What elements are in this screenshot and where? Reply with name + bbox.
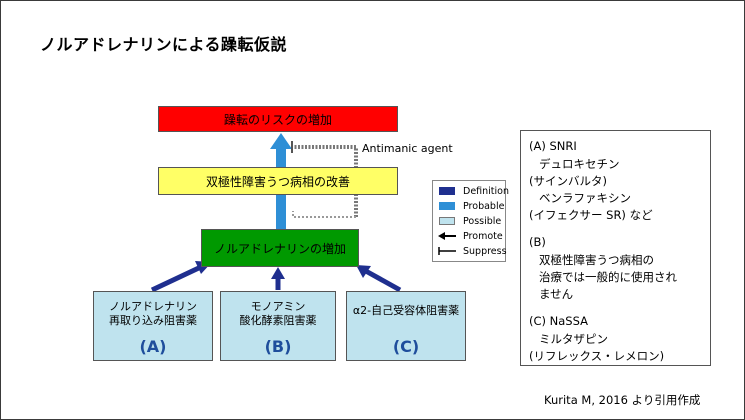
note-a-heading: (A) SNRI [529,139,577,153]
legend: Definition Probable Possible Promote Sup… [432,180,509,262]
legend-definition-swatch [439,187,455,195]
drug-a-line1: ノルアドレナリン [109,300,197,313]
arrow-c-to-ne [362,267,402,293]
note-b-line2: 治療では一般的に使用され [539,270,677,284]
noradrenaline-increase-label: ノルアドレナリンの増加 [213,241,346,256]
arrow-c-head [356,265,371,278]
risk-increase-box: 躁転のリスクの増加 [158,106,398,132]
drug-b-tag: (B) [264,337,292,356]
legend-possible-swatch [439,217,455,225]
arrow-a-to-ne [150,263,205,293]
noradrenaline-increase-box: ノルアドレナリンの増加 [201,229,359,267]
legend-item-promote: Promote [437,230,503,242]
citation: Kurita M, 2016 より引用作成 [544,393,701,407]
antimanic-suppress-line [292,145,358,217]
legend-item-definition: Definition [437,185,509,197]
drug-a-line2: 再取り込み阻害薬 [109,314,197,327]
note-b-line3: ません [539,287,574,301]
note-b-heading: (B) [529,235,546,249]
drug-c-line1: α2-自己受容体阻害薬 [352,304,460,317]
drug-c-tag: (C) [392,337,420,356]
legend-possible-label: Possible [463,215,502,227]
notes-box: (A) SNRI デュロキセチン (サインバルタ) ベンラファキシン (イフェク… [520,130,711,366]
drug-a-tag: (A) [139,337,167,356]
drug-box-a: ノルアドレナリン 再取り込み阻害薬 (A) [93,291,213,361]
legend-suppress-label: Suppress [463,245,507,257]
probable-arrow-head [270,133,292,149]
antimanic-agent-label: Antimanic agent [362,142,453,155]
drug-b-line2: 酸化酵素阻害薬 [239,314,317,327]
bipolar-improvement-box: 双極性障害うつ病相の改善 [158,167,398,195]
note-a-brand1: (サインバルタ) [529,174,607,188]
legend-probable-swatch [439,202,455,210]
slide-title: ノルアドレナリンによる躁転仮説 [40,35,288,54]
drug-b-line1: モノアミン [250,300,306,313]
legend-suppress-bar-icon [438,247,456,255]
note-c-drug: ミルタザピン [539,332,608,346]
note-c-brand: (リフレックス・レメロン) [529,349,665,363]
note-b-line1: 双極性障害うつ病相の [539,253,654,267]
note-a-drug2: ベンラファキシン [539,191,631,205]
legend-probable-label: Probable [463,200,505,212]
note-c-heading: (C) NaSSA [529,314,588,328]
drug-box-b: モノアミン 酸化酵素阻害薬 (B) [220,291,336,361]
drug-box-c: α2-自己受容体阻害薬 (C) [346,291,466,361]
arrow-b-head [271,267,285,279]
legend-definition-label: Definition [463,185,510,197]
antimanic-suppress-line-return [292,211,356,218]
legend-item-possible: Possible [437,215,501,227]
risk-increase-label: 躁転のリスクの増加 [223,112,332,127]
legend-item-probable: Probable [437,200,504,212]
bipolar-improvement-label: 双極性障害うつ病相の改善 [205,174,350,189]
note-a-brand2: (イフェクサー SR) など [529,208,653,222]
note-a-drug1: デュロキセチン [539,157,620,171]
legend-item-suppress: Suppress [437,245,507,257]
legend-promote-label: Promote [463,230,503,242]
legend-promote-arrow-icon [438,232,456,240]
